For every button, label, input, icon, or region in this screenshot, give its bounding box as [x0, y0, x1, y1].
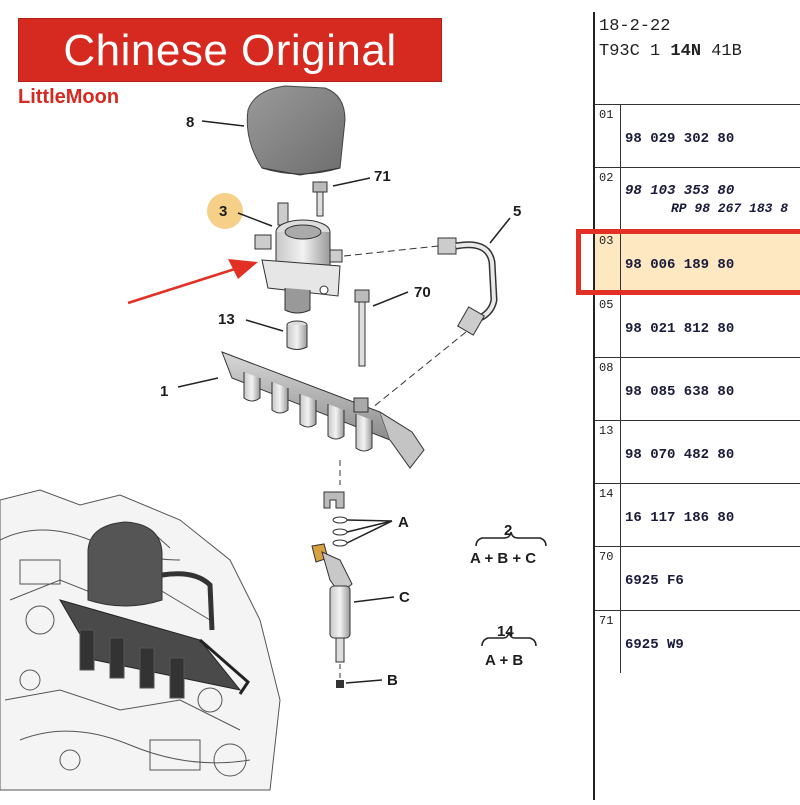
leader-8	[201, 120, 245, 127]
leader-70	[372, 291, 409, 307]
label-71: 71	[374, 168, 391, 185]
part-number-ref: 70	[595, 547, 621, 610]
part-B-seal	[336, 680, 344, 688]
label-C: C	[399, 589, 410, 606]
label-B: B	[387, 672, 398, 689]
part-number-ref: 08	[595, 357, 621, 420]
leader-13	[245, 319, 284, 332]
part-1-fuel-rail	[221, 351, 425, 469]
header-code-bold: 14N	[670, 42, 702, 61]
kit-2-brace	[475, 531, 547, 547]
label-13: 13	[218, 311, 235, 328]
part-code: 98 021 812 80	[625, 320, 735, 337]
part-code: 98 103 353 80	[625, 183, 735, 200]
kit-14-formula: A + B	[485, 652, 523, 669]
engine-block-illustration	[0, 489, 281, 791]
kit-14-brace	[481, 631, 537, 647]
label-3: 3	[219, 203, 227, 220]
brand-watermark: LittleMoon	[18, 86, 120, 108]
red-arrow-pointer	[127, 259, 258, 305]
header-code-prefix: T93C 1	[599, 42, 671, 61]
part-code: 6925 W9	[625, 636, 684, 653]
kit-2-number: 2	[504, 522, 512, 539]
part-code: 98 006 189 80	[625, 257, 735, 274]
part-number-ref: 14	[595, 484, 621, 547]
label-5: 5	[513, 203, 521, 220]
part-code: 16 117 186 80	[625, 510, 735, 527]
leader-71	[332, 177, 371, 187]
label-A: A	[398, 514, 409, 531]
part-number-ref: 05	[595, 294, 621, 357]
leader-5	[489, 217, 511, 244]
part-number-ref: 02	[595, 168, 621, 231]
part-A-clip-and-seals	[323, 491, 348, 547]
label-1: 1	[160, 383, 168, 400]
part-5-fuel-line	[343, 237, 498, 409]
label-70: 70	[414, 284, 431, 301]
kit-2-formula: A + B + C	[470, 550, 536, 567]
highlight-frame-part-03	[576, 229, 800, 295]
callout-3-marker	[207, 193, 243, 229]
leader-3	[237, 212, 273, 227]
part-3-fuel-pump	[254, 202, 343, 314]
part-number-ref: 71	[595, 610, 621, 673]
part-code: 6925 F6	[625, 573, 684, 590]
header-date: 18-2-22	[599, 17, 671, 36]
part-C-injector	[311, 543, 353, 663]
label-8: 8	[186, 114, 194, 131]
parts-list-header: 18-2-22 T93C 1 14N 41B	[595, 12, 800, 104]
part-13-spacer	[286, 320, 308, 350]
part-code: 98 029 302 80	[625, 131, 735, 147]
part-code: 98 070 482 80	[625, 447, 735, 463]
part-71-bolt	[312, 181, 328, 217]
leader-1	[177, 377, 219, 388]
part-code: 98 085 638 80	[625, 383, 735, 400]
leaders-A	[346, 519, 393, 544]
leader-C	[353, 596, 395, 603]
part-code-replacement: RP 98 267 183 8	[671, 201, 789, 217]
leader-B	[345, 679, 383, 684]
part-number-ref: 01	[595, 105, 621, 168]
header-code-suffix: 41B	[701, 42, 742, 61]
part-number-ref: 13	[595, 421, 621, 484]
part-8-cover	[246, 85, 346, 176]
chinese-original-banner: Chinese Original	[18, 18, 442, 82]
part-number-ref: 03	[595, 231, 621, 294]
kit-14-number: 14	[497, 623, 514, 640]
part-70-bolt	[354, 289, 370, 367]
header-code: T93C 1 14N 41B	[599, 42, 742, 61]
